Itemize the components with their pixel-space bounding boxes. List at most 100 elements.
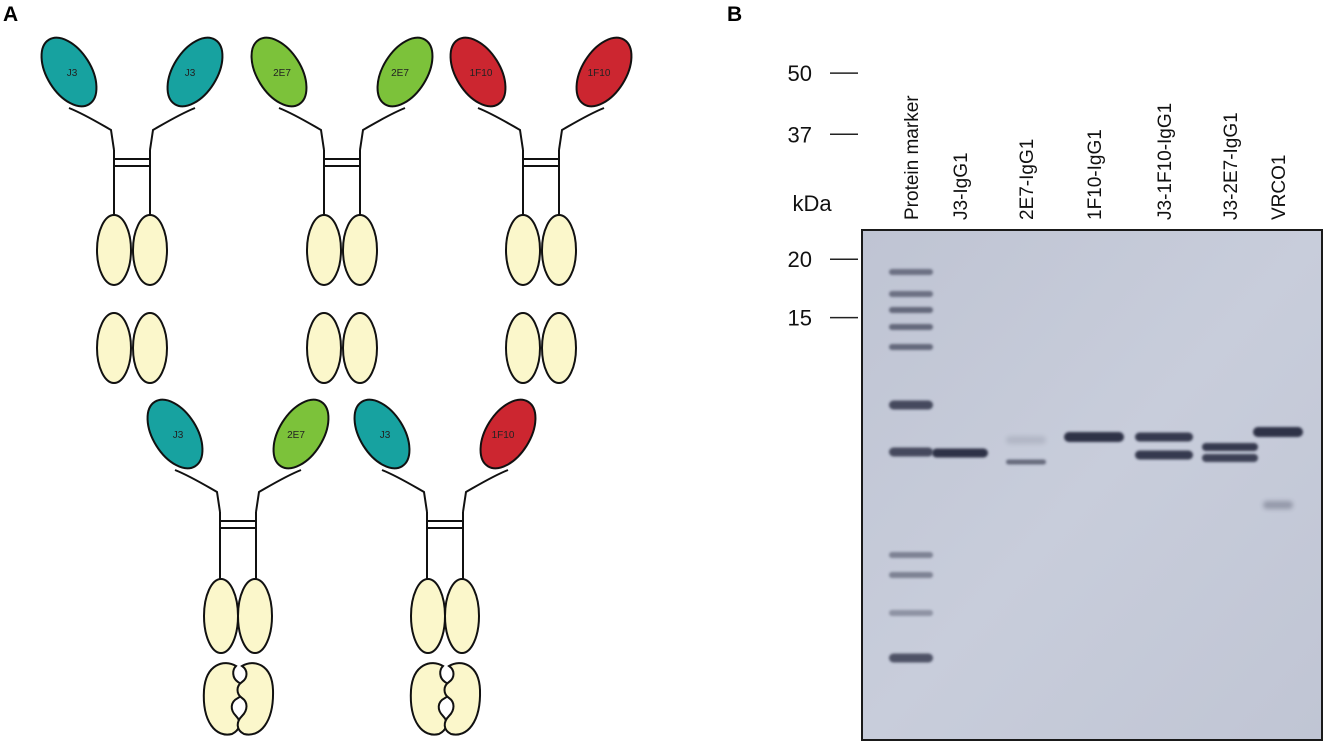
right-fab-ellipse <box>479 398 537 470</box>
fc-domain-2 <box>541 214 577 286</box>
left-fab-ellipse <box>250 36 308 108</box>
band-j3-1f10-upper <box>1135 432 1193 442</box>
band-j3-2e7-lower <box>1202 454 1258 462</box>
left-linker <box>68 107 115 151</box>
left-fab-arm <box>146 398 204 470</box>
gel-background <box>861 229 1323 741</box>
kda-unit-label: kDa <box>792 191 832 216</box>
right-fab-label: 2E7 <box>391 68 409 79</box>
left-linker <box>278 107 325 151</box>
right-linker <box>462 469 509 513</box>
fc-domain-1 <box>306 214 342 286</box>
left-fab-arm <box>449 36 507 108</box>
right-fab-arm <box>272 398 330 470</box>
left-fab-ellipse <box>449 36 507 108</box>
antibody-1: J3 J3 <box>40 36 224 384</box>
band-j3-2e7-upper <box>1202 443 1258 451</box>
lane-label-6: J3-2E7-IgG1 <box>1221 112 1242 220</box>
marker-band-8 <box>889 552 933 558</box>
fc-domain-1 <box>96 214 132 286</box>
left-fab-label: J3 <box>173 430 184 441</box>
marker-band-2 <box>889 291 933 297</box>
antibody-3: 1F10 1F10 <box>449 36 633 384</box>
antibody-2: 2E7 2E7 <box>250 36 434 384</box>
left-linker <box>477 107 524 151</box>
fc-domain-4 <box>132 312 168 384</box>
lane-label-2: J3-IgG1 <box>951 152 972 220</box>
marker-band-11 <box>889 653 933 663</box>
left-fab-label: J3 <box>380 430 391 441</box>
left-fab-arm <box>353 398 411 470</box>
right-fab-arm <box>376 36 434 108</box>
fc-domain-3 <box>505 312 541 384</box>
band-j3-igg1 <box>932 448 988 458</box>
marker-band-6 <box>889 400 933 410</box>
mw-label-50: 50 <box>788 61 812 86</box>
left-linker <box>174 469 221 513</box>
marker-band-1 <box>889 269 933 275</box>
fc-domain-3 <box>96 312 132 384</box>
marker-band-5 <box>889 344 933 350</box>
fc-domain-4 <box>342 312 378 384</box>
lane-label-1: Protein marker <box>902 95 923 220</box>
marker-band-4 <box>889 324 933 330</box>
fc-ch3-hole <box>443 662 482 736</box>
lane-label-5: J3-1F10-IgG1 <box>1155 103 1176 220</box>
fc-ch3-knob <box>202 662 245 736</box>
lane-label-4: 1F10-IgG1 <box>1085 129 1106 220</box>
band-vrc01 <box>1253 427 1303 437</box>
marker-band-10 <box>889 610 933 616</box>
left-fab-ellipse <box>40 36 98 108</box>
right-fab-ellipse <box>272 398 330 470</box>
left-fab-label: J3 <box>67 68 78 79</box>
right-fab-label: 1F10 <box>588 68 611 79</box>
right-fab-ellipse <box>166 36 224 108</box>
right-linker <box>359 107 406 151</box>
left-fab-label: 2E7 <box>273 68 291 79</box>
right-fab-ellipse <box>376 36 434 108</box>
band-2e7-igg1-faint <box>1006 436 1046 444</box>
antibody-5: J3 1F10 <box>353 398 537 736</box>
fc-ch3-knob <box>409 662 452 736</box>
fc-domain-3 <box>306 312 342 384</box>
left-fab-arm <box>250 36 308 108</box>
fc-ch2-right <box>444 578 480 654</box>
fc-domain-1 <box>505 214 541 286</box>
fc-domain-4 <box>541 312 577 384</box>
right-fab-ellipse <box>575 36 633 108</box>
fc-ch3-hole <box>236 662 275 736</box>
mw-label-37: 37 <box>788 122 812 147</box>
lane-label-7: VRCO1 <box>1269 155 1290 220</box>
right-fab-label: 1F10 <box>492 430 515 441</box>
band-j3-1f10-lower <box>1135 450 1193 460</box>
left-fab-ellipse <box>146 398 204 470</box>
left-fab-ellipse <box>353 398 411 470</box>
right-fab-label: 2E7 <box>287 430 305 441</box>
mw-label-20: 20 <box>788 247 812 272</box>
left-fab-label: 1F10 <box>470 68 493 79</box>
antibody-4: J3 2E7 <box>146 398 330 736</box>
band-2e7-igg1 <box>1006 459 1046 465</box>
panel-a-letter: A <box>3 3 19 26</box>
fc-ch2-left <box>410 578 446 654</box>
right-fab-arm <box>575 36 633 108</box>
fc-ch2-left <box>203 578 239 654</box>
band-vrc01-light <box>1263 501 1293 509</box>
right-linker <box>149 107 196 151</box>
left-linker <box>381 469 428 513</box>
band-1f10-igg1 <box>1064 432 1124 442</box>
panel-b-letter: B <box>727 3 743 26</box>
marker-band-3 <box>889 307 933 313</box>
mw-label-15: 15 <box>788 306 812 331</box>
mw-label-75: 75 <box>788 0 812 4</box>
right-fab-arm <box>479 398 537 470</box>
marker-band-9 <box>889 572 933 578</box>
marker-band-7 <box>889 447 933 457</box>
right-fab-label: J3 <box>185 68 196 79</box>
fc-domain-2 <box>132 214 168 286</box>
fc-domain-2 <box>342 214 378 286</box>
right-linker <box>558 107 605 151</box>
